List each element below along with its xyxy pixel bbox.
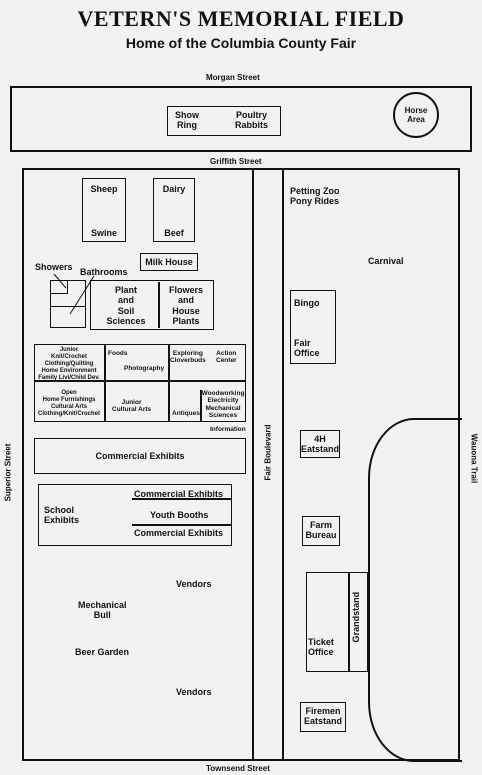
exhibit-hall-middle bbox=[34, 380, 246, 382]
fair-boulevard-west-edge bbox=[252, 168, 254, 761]
street-superior: Superior Street bbox=[3, 443, 13, 502]
school-exhibits-block bbox=[38, 484, 232, 546]
junior-arts-label: Junior Cultural Arts bbox=[112, 399, 152, 414]
open-home-label: Open Home Furnishings Cultural Arts Clot… bbox=[38, 390, 100, 417]
antiques-label: Antiques bbox=[172, 410, 200, 417]
exhibit-hall bbox=[34, 344, 246, 422]
commercial-exhibits-hall bbox=[34, 438, 246, 474]
grandstand-divider bbox=[348, 572, 350, 672]
vendors-1-label: Vendors bbox=[176, 579, 212, 589]
horse-area-label: Horse Area bbox=[404, 106, 428, 125]
school-divider-2 bbox=[132, 524, 232, 526]
street-griffith: Griffith Street bbox=[210, 157, 262, 166]
firemen-eatstand bbox=[300, 702, 346, 732]
fair-boulevard-east-edge bbox=[282, 168, 284, 761]
action-center-label: Action Center bbox=[216, 350, 237, 365]
commercial-exhibits-1-label: Commercial Exhibits bbox=[95, 451, 185, 461]
bingo-label: Bingo bbox=[294, 298, 320, 308]
exhibit-hall-div1 bbox=[104, 344, 106, 422]
photography-label: Photography bbox=[124, 365, 165, 372]
fair-office-label: Fair Office bbox=[294, 338, 320, 359]
horse-area-ring bbox=[393, 92, 439, 138]
bathrooms-room bbox=[50, 306, 86, 328]
youth-booths-label: Youth Booths bbox=[150, 510, 209, 520]
dairy-label: Dairy bbox=[162, 184, 186, 194]
swine-label: Swine bbox=[90, 228, 117, 238]
flowers-label: Flowers and House Plants bbox=[168, 285, 203, 327]
map-title: VETERN'S MEMORIAL FIELD bbox=[77, 6, 405, 31]
ticket-office-label: Ticket Office bbox=[308, 637, 334, 658]
street-townsend: Townsend Street bbox=[206, 764, 270, 773]
showers-label: Showers bbox=[35, 262, 73, 272]
milk-house-label: Milk House bbox=[145, 257, 193, 267]
firemen-eatstand-label: Firemen Eatstand bbox=[303, 706, 342, 727]
race-track bbox=[368, 418, 462, 762]
plant-soil-label: Plant and Soil Sciences bbox=[106, 285, 146, 327]
farm-bureau bbox=[302, 516, 340, 546]
street-wauona: Wauona Trail bbox=[469, 433, 479, 484]
dairy-beef-barn bbox=[153, 178, 195, 242]
show-ring-label: Show Ring bbox=[175, 110, 199, 131]
mechanical-bull-label: Mechanical Bull bbox=[78, 600, 127, 621]
junior-knit-label: Junior Knit/Crochet Clothing/Quilting Ho… bbox=[38, 347, 100, 381]
carnival-label: Carnival bbox=[368, 256, 404, 266]
commercial-exhibits-2-label: Commercial Exhibits bbox=[134, 489, 224, 499]
woodworking-label: Woodworking Electricity Mechanical Scien… bbox=[201, 390, 245, 420]
petting-zoo-label: Petting Zoo Pony Rides bbox=[290, 186, 340, 207]
beef-label: Beef bbox=[164, 228, 184, 238]
exhibit-hall-div3 bbox=[200, 390, 202, 422]
poultry-rabbits-label: Poultry Rabbits bbox=[235, 110, 269, 131]
milk-house bbox=[140, 253, 198, 271]
map-subtitle: Home of the Columbia County Fair bbox=[125, 35, 357, 51]
bingo-fair-office-building bbox=[290, 290, 336, 364]
top-block bbox=[10, 86, 472, 152]
plant-flowers-building bbox=[90, 280, 214, 330]
plant-flowers-divider bbox=[158, 282, 160, 328]
bathrooms-label: Bathrooms bbox=[80, 267, 128, 277]
school-divider-1 bbox=[132, 498, 232, 500]
foods-label: Foods bbox=[108, 350, 128, 357]
beer-garden-label: Beer Garden bbox=[75, 647, 130, 657]
school-exhibits-label: School Exhibits bbox=[44, 505, 80, 526]
main-block bbox=[22, 168, 460, 761]
sheep-swine-barn bbox=[82, 178, 126, 242]
exploring-label: Exploring Cloverbuds bbox=[170, 350, 206, 365]
grandstand-label: Grandstand bbox=[350, 591, 361, 643]
farm-bureau-label: Farm Bureau bbox=[305, 520, 337, 541]
street-fair-boulevard: Fair Boulevard bbox=[263, 424, 273, 481]
vendors-2-label: Vendors bbox=[176, 687, 212, 697]
sheep-label: Sheep bbox=[90, 184, 118, 194]
grandstand bbox=[306, 572, 368, 672]
commercial-exhibits-3-label: Commercial Exhibits bbox=[134, 528, 224, 538]
4h-eatstand-label: 4H Eatstand bbox=[300, 434, 339, 455]
street-morgan: Morgan Street bbox=[206, 73, 260, 82]
show-ring-poultry-building bbox=[167, 106, 281, 136]
exhibit-hall-div2 bbox=[168, 344, 170, 422]
4h-eatstand bbox=[300, 430, 340, 458]
information-label: Information bbox=[210, 426, 246, 433]
